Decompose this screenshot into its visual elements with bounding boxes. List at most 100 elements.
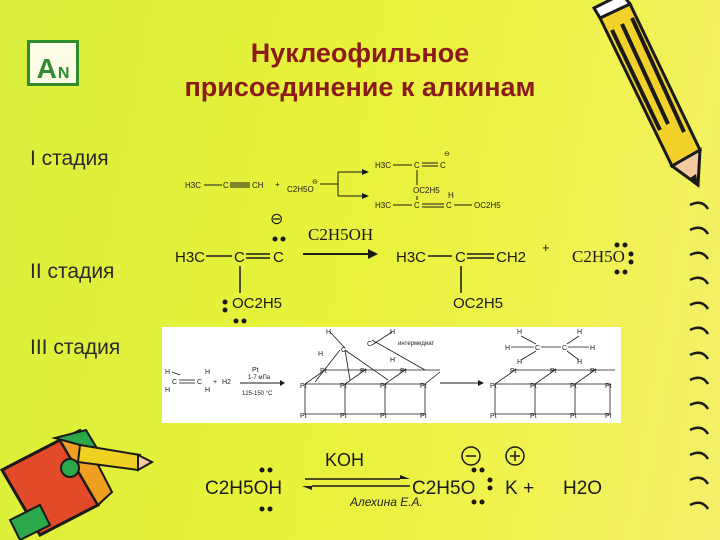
svg-text:Pt: Pt	[252, 367, 259, 374]
pencil-icon	[591, 0, 702, 188]
svg-text:C: C	[172, 379, 177, 386]
binder-rings	[689, 201, 710, 510]
svg-text:Pt: Pt	[490, 383, 497, 390]
svg-text:Pt: Pt	[380, 383, 387, 390]
pencils-icon	[0, 428, 155, 540]
svg-text:C: C	[446, 201, 452, 210]
svg-text:C: C	[535, 345, 540, 352]
stage-2-right-h3c: H3C	[396, 249, 426, 266]
svg-text:Pt: Pt	[550, 368, 557, 375]
svg-text:C: C	[414, 201, 420, 210]
svg-text:H3C: H3C	[375, 201, 391, 210]
svg-text:⊖: ⊖	[444, 151, 450, 158]
title-line-1: Нуклеофильное	[250, 38, 470, 68]
svg-text:H: H	[326, 329, 331, 336]
svg-text:Pt: Pt	[420, 413, 427, 420]
svg-text:C: C	[562, 345, 567, 352]
author-credit: Алехина Е.А.	[350, 495, 423, 509]
svg-text:Pt: Pt	[360, 368, 367, 375]
svg-text:C: C	[273, 249, 284, 266]
stage-2-product: C2H5O	[572, 247, 625, 266]
svg-text:H: H	[165, 387, 170, 394]
stage-3-label: III стадия	[30, 336, 121, 359]
svg-text:125-150 °C: 125-150 °C	[242, 391, 273, 397]
svg-text:H: H	[390, 329, 395, 336]
svg-text:H: H	[505, 345, 510, 352]
svg-text:Pt: Pt	[340, 383, 347, 390]
svg-text:C: C	[455, 249, 466, 266]
svg-text:1-7 мПа: 1-7 мПа	[248, 375, 271, 381]
svg-text:H: H	[390, 357, 395, 364]
svg-text:H: H	[205, 387, 210, 394]
svg-text:Pt: Pt	[300, 383, 307, 390]
intermediate-label: интермедиат	[398, 341, 434, 347]
svg-text:H: H	[448, 191, 454, 200]
svg-text:H: H	[205, 369, 210, 376]
title-line-2: присоединение к алкинам	[184, 72, 536, 102]
stage-3-reaction: H C C H H H + H2 Pt 1-7 мПа 125-150 °C	[165, 329, 615, 420]
stage-1-label: I стадия	[30, 147, 109, 170]
svg-text:Pt: Pt	[605, 413, 612, 420]
stage-2-ch2: CH2	[496, 249, 526, 266]
equilibrium-reaction: C2H5OH KOH C2H5O K + H2O	[205, 446, 602, 512]
svg-text:H: H	[517, 329, 522, 336]
stage-1-alkyne: H3C	[185, 181, 201, 190]
svg-text:H: H	[577, 359, 582, 366]
svg-text:C: C	[234, 249, 245, 266]
svg-text:C: C	[367, 341, 372, 348]
equilibrium-reactant: C2H5OH	[205, 478, 282, 499]
stage-2-left-h3c: H3C	[175, 249, 205, 266]
stage-1-plus: +	[275, 180, 280, 189]
svg-text:Pt: Pt	[320, 368, 327, 375]
equilibrium-product: C2H5O	[412, 478, 475, 499]
svg-text:Pt: Pt	[605, 383, 612, 390]
stage-2-reaction: H3C C C ⊖ OC2H5 C2H5OH H3C C CH2 OC2H5	[175, 211, 634, 324]
svg-text:OC2H5: OC2H5	[474, 201, 501, 210]
svg-text:H: H	[165, 369, 170, 376]
svg-text:C: C	[341, 347, 346, 354]
svg-text:Pt: Pt	[420, 383, 427, 390]
svg-text:C: C	[440, 161, 446, 170]
stage-2-left-oc2h5: OC2H5	[232, 295, 282, 312]
svg-text:Pt: Pt	[380, 413, 387, 420]
stage-2-reagent: C2H5OH	[308, 225, 373, 244]
stage-1-nucleophile: C2H5O	[287, 185, 314, 194]
svg-text:C: C	[197, 379, 202, 386]
svg-text:H: H	[318, 351, 323, 358]
svg-text:H2: H2	[222, 379, 231, 386]
svg-text:Pt: Pt	[400, 368, 407, 375]
svg-text:Pt: Pt	[300, 413, 307, 420]
stage-2-charge: ⊖	[270, 211, 283, 228]
svg-text:H3C: H3C	[375, 161, 391, 170]
stage-3-panel	[162, 327, 621, 423]
stage-2-label: II стадия	[30, 260, 115, 283]
stage-2-plus: +	[542, 240, 550, 255]
stage-1-reaction: H3C C CH + C2H5O ⊖ H3C C C ⊖ OC2H5	[185, 151, 501, 210]
svg-text:⊖: ⊖	[312, 179, 318, 186]
svg-text:C: C	[223, 181, 229, 190]
svg-text:Pt: Pt	[530, 413, 537, 420]
equilibrium-reagent: KOH	[325, 450, 364, 470]
svg-text:Pt: Pt	[490, 413, 497, 420]
svg-text:H: H	[517, 359, 522, 366]
equilibrium-potassium: K +	[505, 478, 534, 499]
svg-text:H: H	[590, 345, 595, 352]
svg-text:CH: CH	[252, 181, 264, 190]
svg-text:Pt: Pt	[570, 413, 577, 420]
svg-text:H: H	[577, 329, 582, 336]
logo-letter-a: A	[36, 53, 57, 84]
slide-title: Нуклеофильное присоединение к алкинам	[130, 36, 590, 104]
svg-text:Pt: Pt	[570, 383, 577, 390]
svg-text:Pt: Pt	[590, 368, 597, 375]
svg-text:Pt: Pt	[510, 368, 517, 375]
svg-text:Pt: Pt	[340, 413, 347, 420]
stage-2-right-oc2h5: OC2H5	[453, 295, 503, 312]
svg-text:Pt: Pt	[530, 383, 537, 390]
svg-text:OC2H5: OC2H5	[413, 186, 440, 195]
svg-text:C: C	[414, 161, 420, 170]
equilibrium-water: H2O	[563, 478, 602, 499]
logo-letter-n: N	[57, 64, 70, 82]
